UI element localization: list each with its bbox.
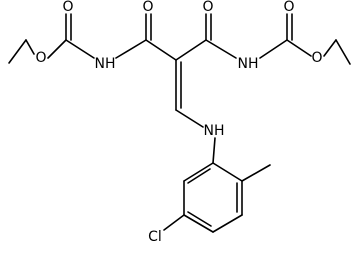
bond: [183, 214, 214, 233]
bond: [183, 162, 214, 182]
atom-label-o: O: [311, 50, 322, 66]
bond: [335, 39, 351, 65]
atom-labels: O O NH O O NH O O NH Cl: [35, 0, 322, 245]
bond: [212, 137, 216, 164]
bond: [259, 39, 288, 59]
atom-label-nh: NH: [238, 56, 259, 72]
atom-label-o: O: [283, 0, 294, 15]
atom-label-nh: NH: [204, 123, 225, 139]
bond: [241, 164, 271, 182]
bond: [145, 39, 177, 61]
bond: [175, 109, 204, 128]
bond: [323, 39, 337, 57]
bond: [187, 168, 211, 184]
bond: [25, 39, 35, 55]
bond: [187, 211, 212, 227]
atom-label-o: O: [202, 0, 213, 15]
bond: [286, 39, 312, 57]
bond: [163, 214, 185, 231]
bond: [212, 162, 243, 182]
atom-label-nh: NH: [95, 56, 116, 72]
atom-label-cl: Cl: [148, 229, 162, 245]
bond: [175, 39, 207, 61]
bond: [65, 39, 95, 59]
atom-label-o: O: [35, 50, 46, 66]
atom-label-o: O: [62, 0, 73, 15]
bond: [47, 39, 67, 59]
atom-label-o: O: [142, 0, 153, 15]
bond: [212, 214, 243, 233]
bond: [205, 39, 237, 59]
bond: [115, 39, 147, 59]
bond: [8, 39, 27, 64]
bonds: [8, 13, 351, 233]
